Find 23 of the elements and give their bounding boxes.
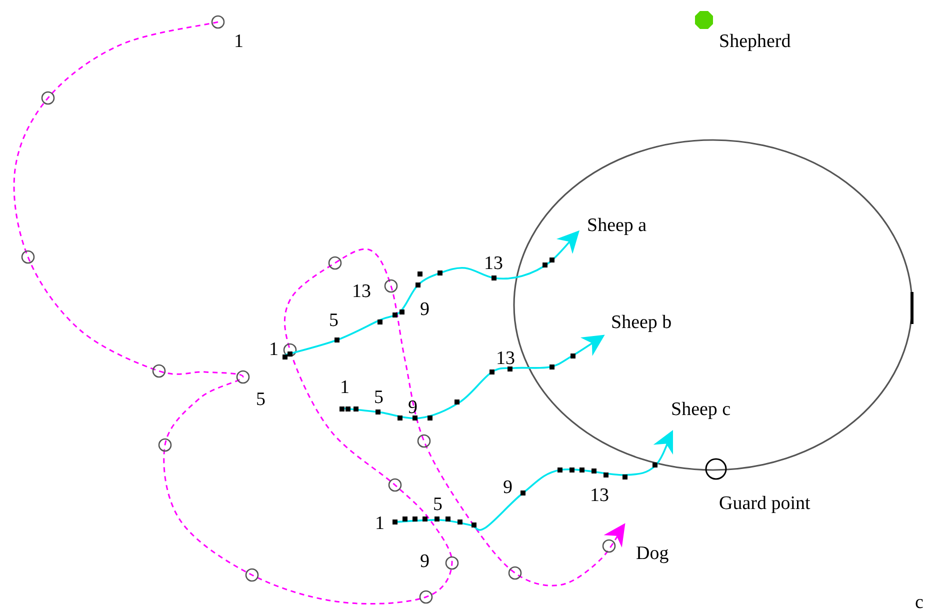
- step-number: 9: [408, 398, 418, 417]
- step-number: 9: [503, 478, 512, 497]
- step-number: 1: [375, 514, 384, 533]
- step-number: 5: [256, 390, 266, 409]
- point-label: Guard point: [719, 494, 810, 513]
- step-number: 13: [590, 486, 609, 505]
- panel-letter: c: [915, 593, 924, 610]
- step-number: 13: [496, 349, 515, 368]
- agent-label: Sheep a: [587, 216, 647, 235]
- step-number: 13: [484, 254, 503, 273]
- step-number: 5: [329, 311, 338, 330]
- step-number: 5: [433, 495, 442, 514]
- step-number: 5: [374, 388, 384, 407]
- agent-label: Shepherd: [719, 32, 791, 51]
- step-number: 1: [234, 32, 244, 51]
- step-number: 1: [269, 340, 278, 359]
- step-number: 13: [352, 282, 371, 301]
- step-number: 9: [420, 300, 430, 319]
- step-number: 1: [340, 378, 350, 397]
- agent-label: Sheep c: [671, 400, 731, 419]
- step-number: 9: [420, 552, 430, 571]
- agent-label: Dog: [636, 544, 669, 563]
- agent-label: Sheep b: [611, 313, 672, 332]
